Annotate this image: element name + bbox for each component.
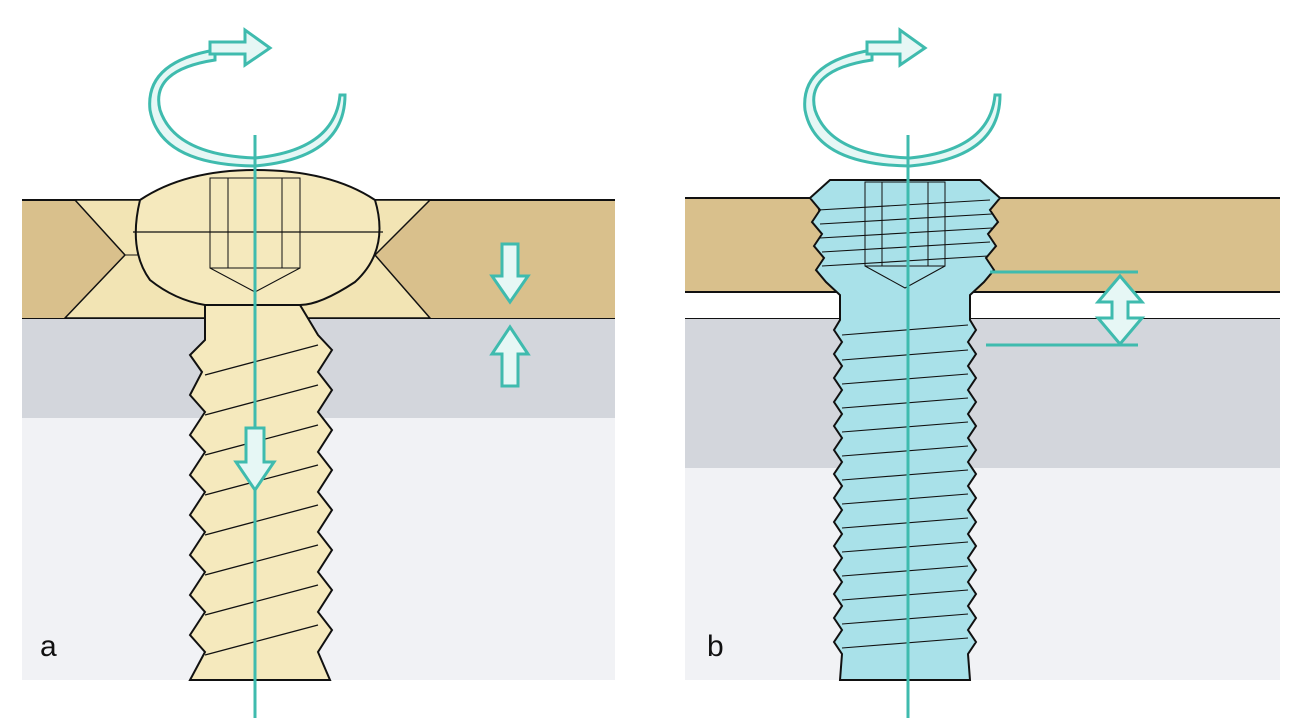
hex-socket [864,181,946,289]
panel-label-b: b [707,630,724,663]
screw-head [134,168,381,306]
shaft-thread-lines [841,324,969,649]
panel-b-locking-screw: b [650,0,1300,728]
compression-arrow-down-icon [489,242,531,305]
screw-shaft [188,304,334,681]
panel-a-conventional-screw: a [22,27,615,718]
plate-bone-gap [685,292,1280,318]
head-thread-lines [817,199,993,267]
distance-arrow-icon [1094,273,1146,347]
locking-screw-diagram [685,27,1280,718]
conventional-screw-diagram [22,27,615,718]
screw-advance-arrow-icon [233,426,277,493]
rotation-arrow-head [865,27,928,68]
bone-cancellous [685,468,1280,680]
locking-screw-body [808,179,1002,681]
bone-cortex [685,318,1280,468]
compression-arrow-up-icon [489,324,531,388]
rotation-arrow-icon [803,48,1002,168]
rotation-arrow-head [208,27,273,68]
rotation-arrow-icon [148,48,347,168]
panel-label-a: a [40,630,57,663]
